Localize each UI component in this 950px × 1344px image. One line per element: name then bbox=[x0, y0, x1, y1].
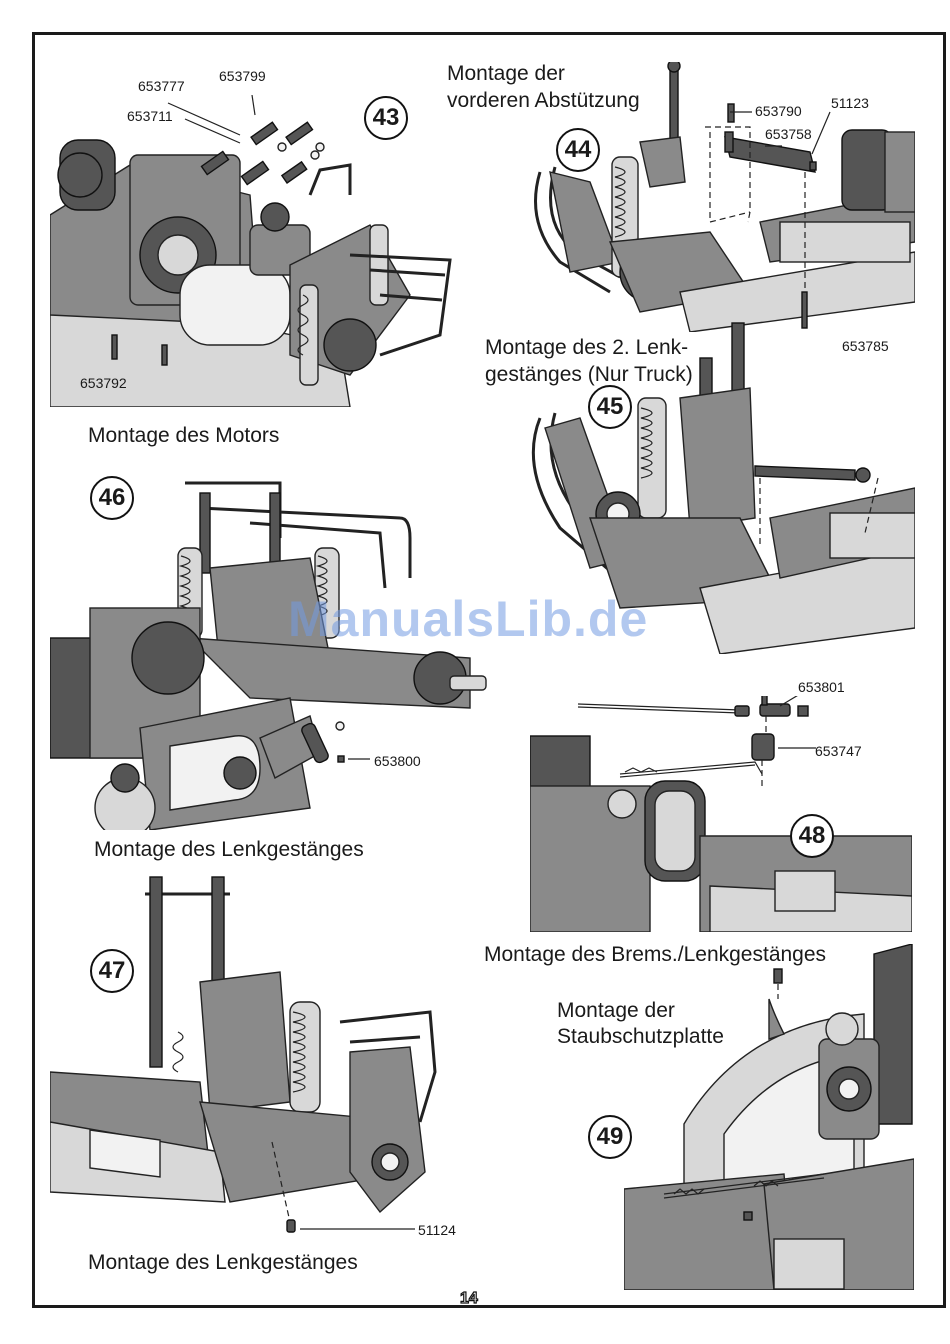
step-number-46: 46 bbox=[90, 476, 134, 520]
illustration-step-45 bbox=[531, 322, 915, 654]
step-caption-44-line1: Montage der bbox=[447, 62, 565, 85]
step-caption-48: Montage des Brems./Lenkgestänges bbox=[484, 943, 827, 966]
part-number-653800: 653800 bbox=[374, 753, 421, 769]
step-number-48: 48 bbox=[790, 814, 834, 858]
part-number-653792: 653792 bbox=[80, 375, 127, 391]
part-number-653747: 653747 bbox=[815, 743, 862, 759]
illustration-step-49 bbox=[624, 944, 914, 1290]
page-number: 14 bbox=[459, 1289, 478, 1307]
watermark: ManualsLib.de bbox=[288, 591, 649, 647]
part-number-653785: 653785 bbox=[842, 338, 889, 354]
step-caption-49-line2: Staubschutzplatte bbox=[557, 1025, 724, 1048]
step-caption-43: Montage des Motors bbox=[88, 424, 280, 447]
illustration-step-43 bbox=[50, 95, 452, 407]
step-number-43: 43 bbox=[364, 96, 408, 140]
part-number-653758: 653758 bbox=[765, 126, 812, 142]
step-number-45: 45 bbox=[588, 385, 632, 429]
part-number-653711: 653711 bbox=[127, 108, 173, 124]
step-number-49: 49 bbox=[588, 1115, 632, 1159]
illustration-step-47 bbox=[50, 876, 437, 1233]
step-caption-45-line1: Montage des 2. Lenk- bbox=[485, 336, 689, 359]
page-frame bbox=[32, 32, 946, 1308]
part-number-653777: 653777 bbox=[138, 78, 185, 94]
part-number-653801: 653801 bbox=[798, 679, 845, 695]
part-number-51124: 51124 bbox=[418, 1222, 456, 1238]
illustration-step-44 bbox=[534, 62, 915, 332]
step-caption-45-line2: gestänges (Nur Truck) bbox=[485, 363, 693, 386]
part-number-653799: 653799 bbox=[219, 68, 266, 84]
step-caption-44-line2: vorderen Abstützung bbox=[447, 89, 640, 112]
step-caption-49-line1: Montage der bbox=[557, 999, 675, 1022]
step-caption-46: Montage des Lenkgestänges bbox=[94, 838, 364, 861]
step-caption-47: Montage des Lenkgestänges bbox=[88, 1251, 358, 1274]
illustration-step-48 bbox=[530, 696, 912, 932]
part-number-51123: 51123 bbox=[831, 95, 869, 111]
part-number-653790: 653790 bbox=[755, 103, 802, 119]
step-number-47: 47 bbox=[90, 949, 134, 993]
illustration-step-46 bbox=[50, 481, 487, 830]
step-number-44: 44 bbox=[556, 128, 600, 172]
